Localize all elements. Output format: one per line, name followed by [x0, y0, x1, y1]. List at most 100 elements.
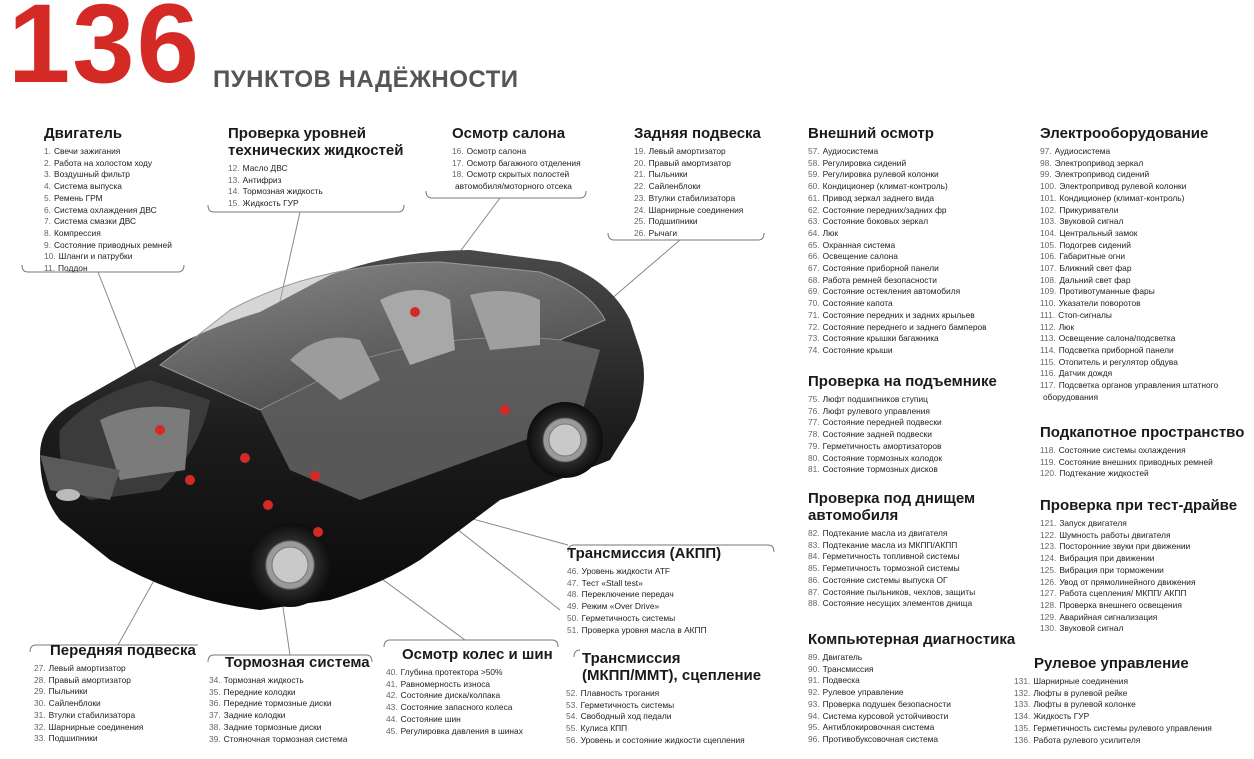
item-number: 128. [1040, 599, 1057, 610]
section-title: Трансмиссия (АКПП) [567, 545, 722, 562]
item-text: Состояние остекления автомобиля [822, 286, 961, 297]
item-text: Компрессия [54, 227, 101, 238]
item-number: 106. [1040, 251, 1057, 262]
headline-number: 136 [8, 0, 201, 106]
item-text: Жидкость ГУР [1033, 711, 1090, 722]
item-number: 101. [1040, 192, 1057, 203]
item-text: Охранная система [822, 239, 896, 250]
item-text: Жидкость ГУР [242, 198, 299, 209]
list-item: 15.Жидкость ГУР [228, 198, 403, 210]
item-text: Состояние диска/колпака [400, 690, 501, 701]
item-text: Сайленблоки [648, 181, 701, 192]
item-text: Регулировка рулевой колонки [822, 169, 939, 180]
item-number: 36. [209, 698, 221, 709]
list-item: 39.Стояночная тормозная система [209, 734, 370, 746]
item-number: 4. [44, 181, 51, 192]
item-text: Электропривод сидений [1054, 169, 1150, 180]
list-item: 57.Аудиосистема [808, 146, 987, 158]
list-item: 16.Осмотр салона [452, 146, 581, 158]
item-number: 17. [452, 157, 464, 168]
item-number: 117. [1040, 380, 1056, 391]
list-item: 19.Левый амортизатор [634, 146, 761, 158]
item-text: Шарнирные соединения [648, 204, 744, 215]
item-text: Люфт подшипников ступиц [822, 394, 928, 404]
item-text: Прикуриватели [1059, 204, 1119, 215]
item-number: 119. [1040, 456, 1056, 467]
list-item: 102.Прикуриватели [1040, 205, 1218, 217]
item-number: 7. [44, 216, 51, 227]
item-number: 124. [1040, 553, 1057, 564]
list-item: 6.Система охлаждения ДВС [44, 205, 172, 217]
item-text: Проверка подушек безопасности [822, 698, 951, 709]
item-number: 55. [566, 723, 578, 734]
item-number: 8. [44, 227, 51, 238]
item-text: Электропривод зеркал [1054, 157, 1144, 168]
item-text: Подтекание масла из двигателя [822, 528, 948, 538]
item-number: 19. [634, 146, 646, 156]
item-number: 131. [1014, 676, 1031, 686]
list-item: 56.Уровень и состояние жидкости сцеплени… [566, 735, 761, 747]
list-item: 73.Состояние крышки багажника [808, 333, 987, 345]
headline-subtitle: ПУНКТОВ НАДЁЖНОСТИ [213, 66, 519, 93]
item-number: 84. [808, 551, 820, 562]
item-text: Подсветка приборной панели [1058, 344, 1174, 355]
item-text: Проверка внешнего освещения [1059, 599, 1182, 610]
section-wheels: Осмотр колес и шин 40.Глубина протектора… [386, 646, 553, 737]
list-item: 41.Равномерность износа [386, 679, 553, 691]
item-text: Дальний свет фар [1059, 274, 1131, 285]
item-number: 105. [1040, 239, 1057, 250]
list-item: 14.Тормозная жидкость [228, 186, 403, 198]
item-number: 118. [1040, 445, 1056, 455]
list-item: 45.Регулировка давления в шинах [386, 726, 553, 738]
inspection-point-markers [155, 307, 510, 537]
item-text: Привод зеркал заднего вида [822, 192, 935, 203]
item-list: 40.Глубина протектора >50%41.Равномернос… [386, 667, 553, 737]
section-akpp: Трансмиссия (АКПП) 46.Уровень жидкости A… [567, 545, 721, 636]
list-item: 107.Ближний свет фар [1040, 263, 1218, 275]
item-text: Левый амортизатор [48, 663, 126, 673]
list-item: 4.Система выпуска [44, 181, 172, 193]
item-text: Указатели поворотов [1058, 298, 1141, 309]
item-text: Передние колодки [223, 686, 296, 697]
list-item: 90.Трансмиссия [808, 664, 1015, 676]
list-item: 127.Работа сцепления/ МКПП/ АКПП [1040, 588, 1237, 600]
list-item: 20.Правый амортизатор [634, 158, 761, 170]
item-text: Люфт рулевого управления [822, 405, 930, 416]
list-item: 29.Пыльники [34, 686, 196, 698]
item-number: 28. [34, 674, 46, 685]
list-item: 27.Левый амортизатор [34, 663, 196, 675]
item-text: Тормозная жидкость [223, 675, 304, 685]
list-item: 71.Состояние передних и задних крыльев [808, 310, 987, 322]
item-text: Состояние передних/задних фр [822, 204, 947, 215]
item-number: 126. [1040, 576, 1057, 587]
item-number: 6. [44, 204, 51, 215]
item-text: Режим «Over Drive» [581, 601, 660, 612]
item-number: 53. [566, 699, 578, 710]
item-text: Работа рулевого усилителя [1033, 734, 1141, 745]
item-text: Герметичность топливной системы [822, 551, 960, 562]
item-text: Герметичность системы рулевого управлени… [1033, 722, 1212, 733]
item-text: Плавность трогания [580, 688, 660, 698]
item-number: 11. [44, 263, 56, 274]
item-number: 40. [386, 667, 398, 677]
item-number: 87. [808, 586, 820, 597]
list-item: 132.Люфты в рулевой рейке [1014, 688, 1212, 700]
item-number: 30. [34, 698, 46, 709]
list-item: 62.Состояние передних/задних фр [808, 205, 987, 217]
item-text: Работа сцепления/ МКПП/ АКПП [1059, 588, 1187, 599]
list-item: 69.Состояние остекления автомобиля [808, 286, 987, 298]
item-text: Состояние передней подвески [822, 417, 942, 428]
item-number: 54. [566, 711, 578, 722]
item-text: Тормозная жидкость [242, 186, 323, 197]
list-item: 130.Звуковой сигнал [1040, 623, 1237, 635]
item-number: 132. [1014, 687, 1031, 698]
item-text: Система смазки ДВС [54, 216, 137, 227]
section-title: Осмотр салона [452, 125, 566, 142]
item-text: Подшипники [648, 216, 698, 227]
